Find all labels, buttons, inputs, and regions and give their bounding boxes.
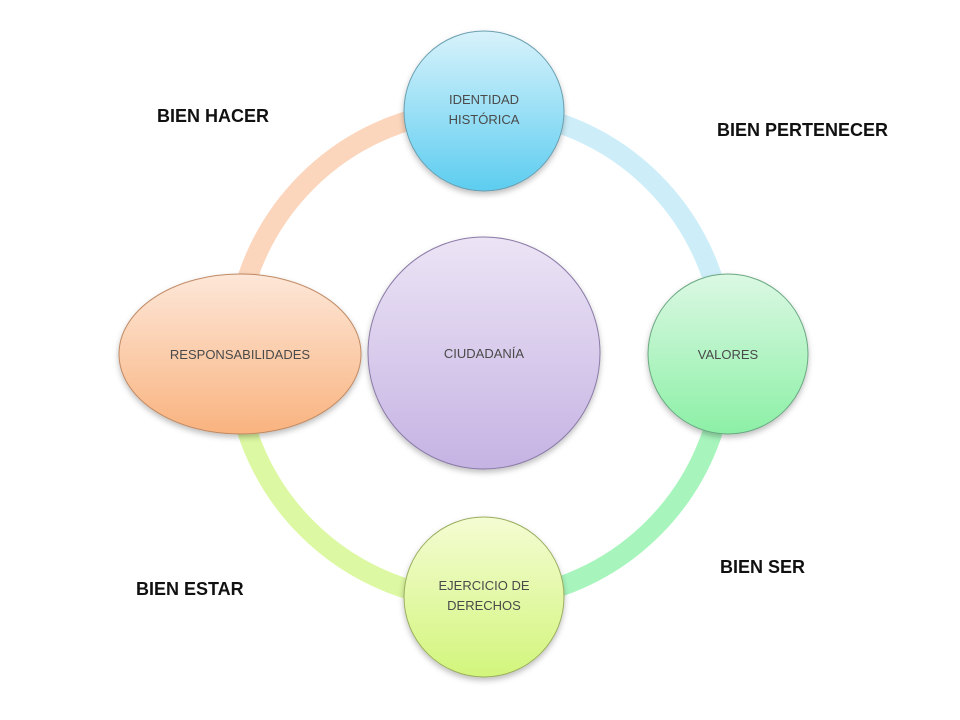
center-node: CIUDADANÍA xyxy=(367,236,601,470)
node-responsabilidades: RESPONSABILIDADES xyxy=(118,273,362,435)
node-valores-label: VALORES xyxy=(698,347,759,362)
node-identidad-line-1: IDENTIDAD xyxy=(449,92,519,107)
node-ejercicio-line-1: EJERCICIO DE xyxy=(438,578,529,593)
corner-label-bien-estar: BIEN ESTAR xyxy=(136,579,244,599)
corner-label-bien-ser: BIEN SER xyxy=(720,557,806,577)
node-valores: VALORES xyxy=(647,273,809,435)
corner-label-bien-hacer: BIEN HACER xyxy=(157,106,270,126)
corner-label-bien-pertenecer: BIEN PERTENECER xyxy=(717,120,889,140)
node-ejercicio-line-2: DERECHOS xyxy=(447,598,521,613)
node-responsabilidades-label: RESPONSABILIDADES xyxy=(170,347,310,362)
node-identidad-historica: IDENTIDAD HISTÓRICA xyxy=(403,30,565,192)
center-node-label: CIUDADANÍA xyxy=(444,346,525,361)
node-identidad-line-2: HISTÓRICA xyxy=(449,112,520,127)
node-ejercicio-de-derechos: EJERCICIO DE DERECHOS xyxy=(403,516,565,678)
